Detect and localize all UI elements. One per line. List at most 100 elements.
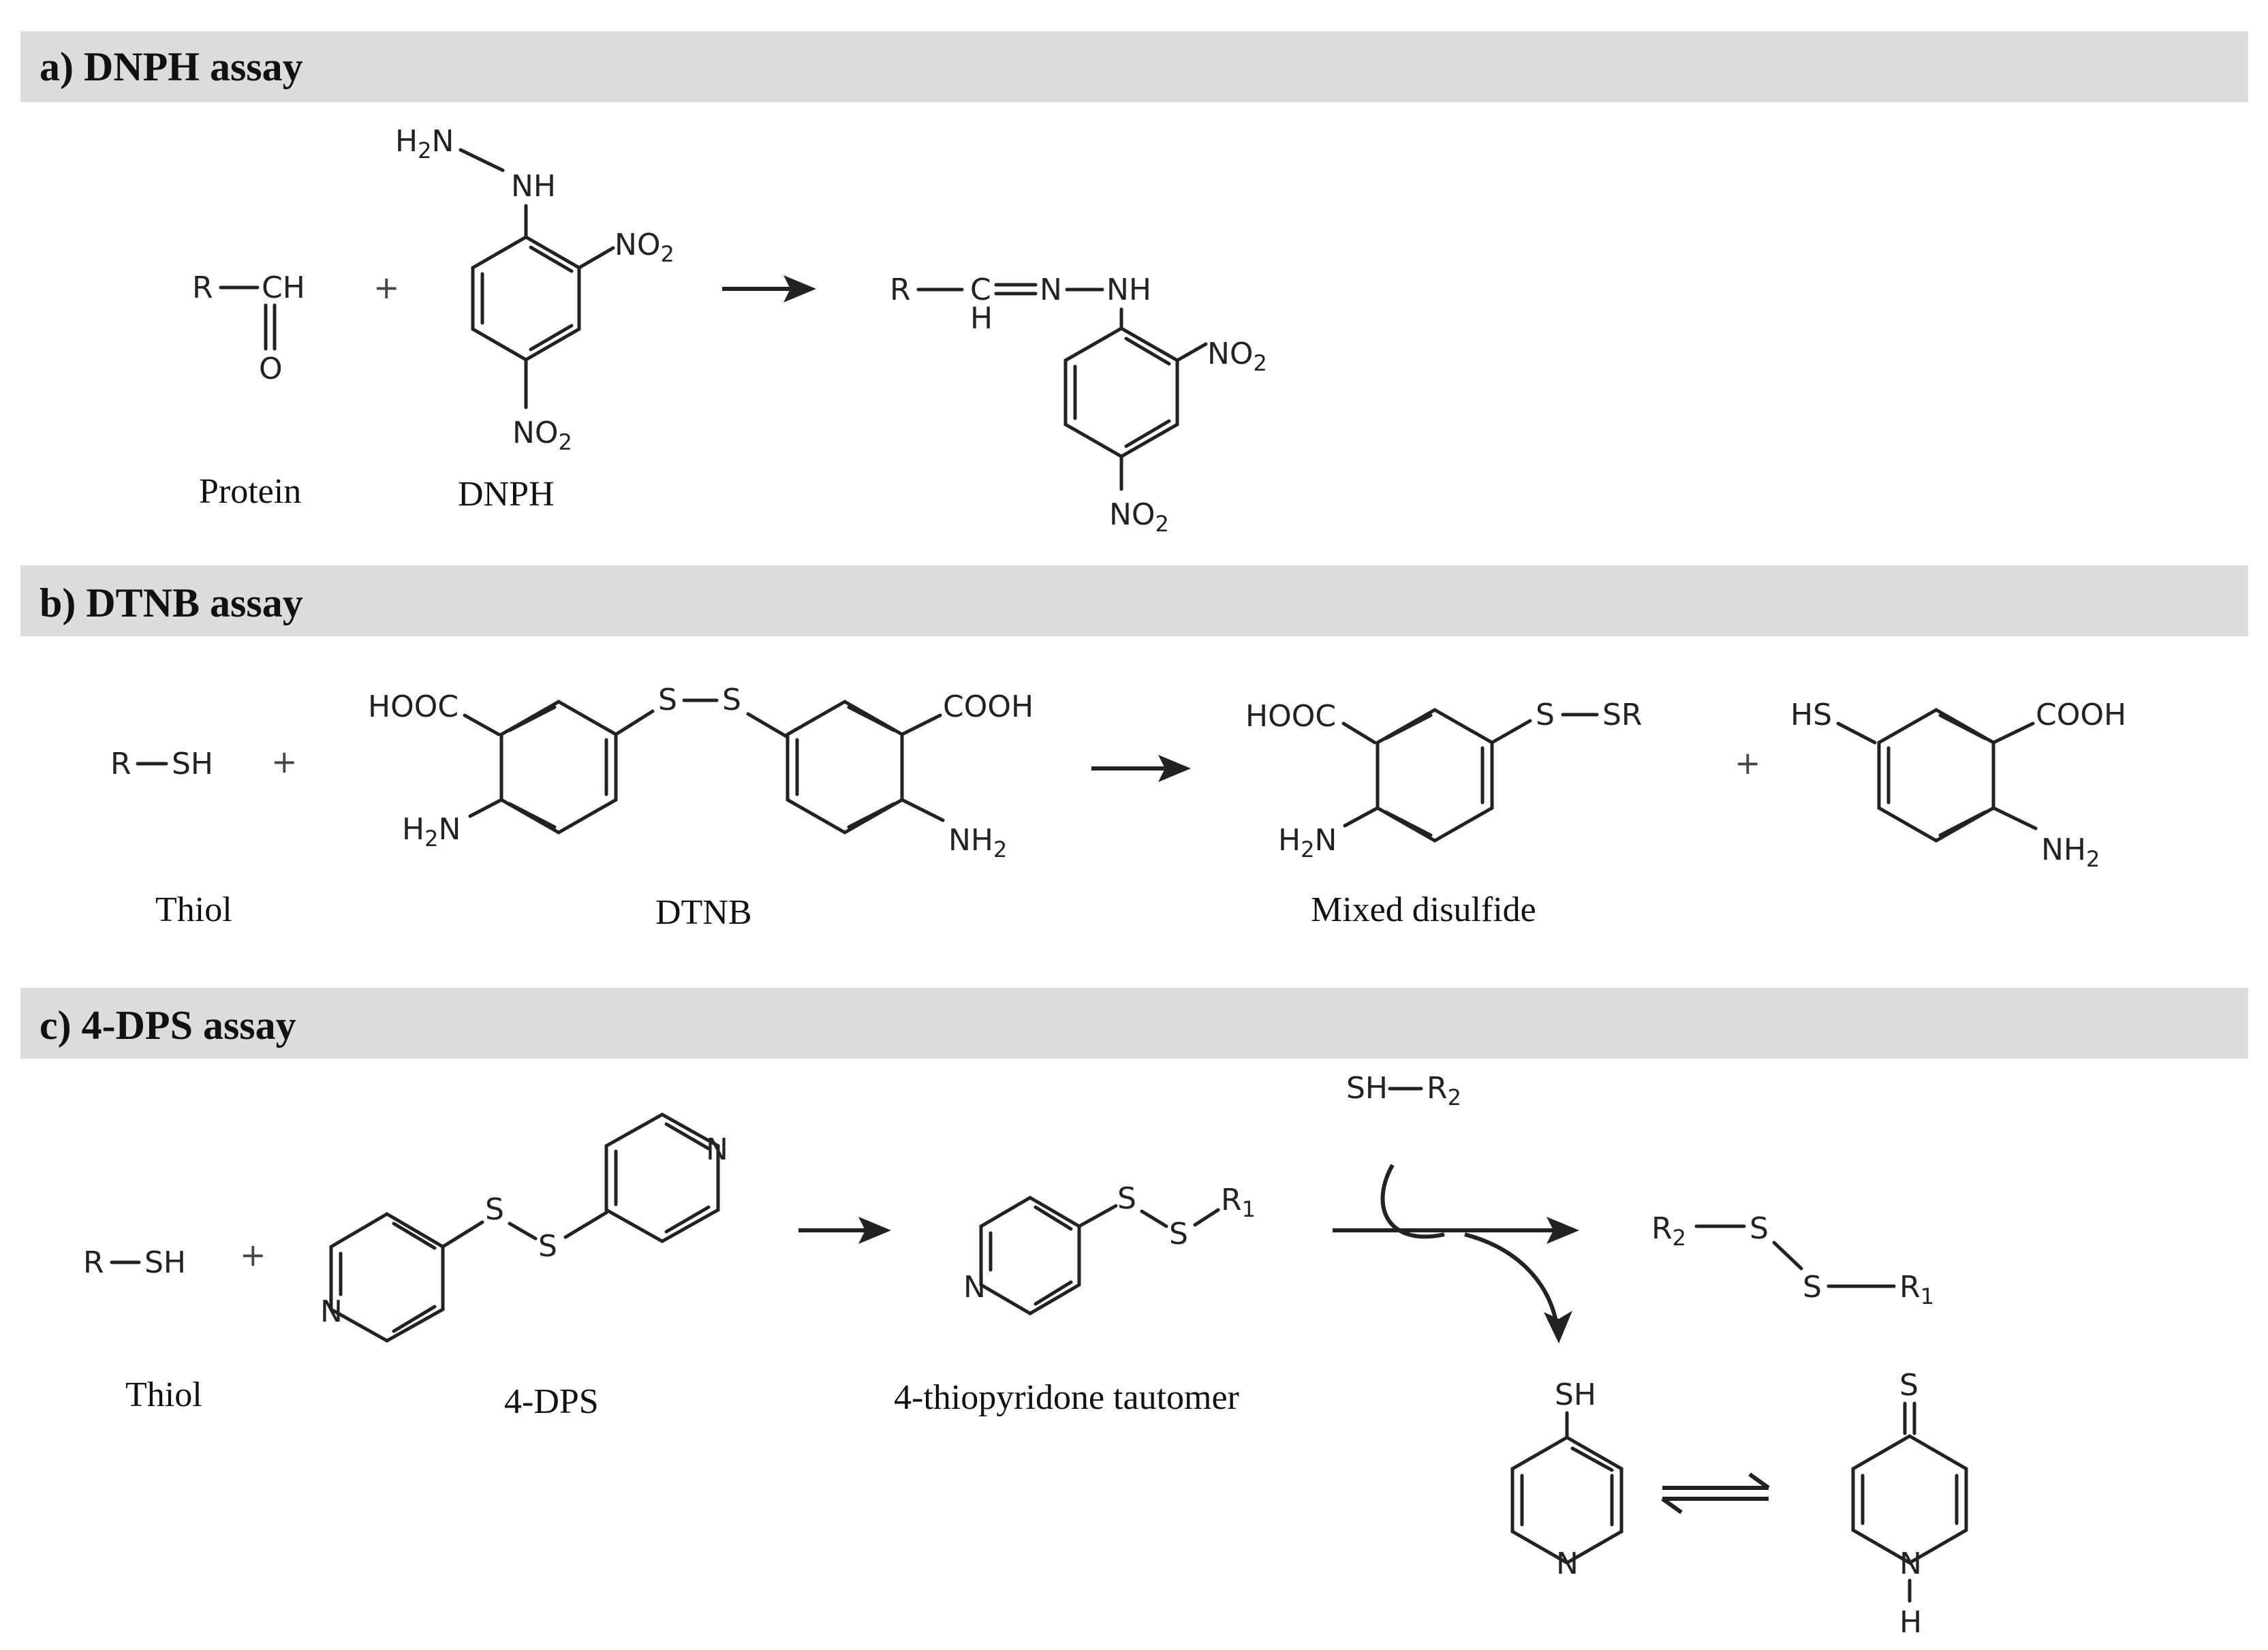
atom-cooh: COOH [2036,698,2126,732]
caption-dnph: DNPH [458,475,555,514]
atom-s: S [1169,1217,1188,1251]
panel-b-title: b) DTNB assay [40,580,303,625]
plus-sign: + [373,269,400,306]
r2-disulfide-product: R2 S S R1 [1651,1211,1934,1309]
bond [1124,337,1171,366]
atom-nh2: NH2 [2041,832,2100,872]
bond [900,798,945,822]
thiol-r2-reagent: SH R2 [1346,1071,1461,1110]
bond [1772,1241,1803,1271]
atom-hooc: HOOC [1245,699,1336,734]
atom-no2: NO2 [615,228,674,267]
atom-n: N [1556,1546,1579,1581]
bond [508,802,557,829]
panel-a-title: a) DNPH assay [40,44,303,89]
atom-hs: HS [1790,698,1832,732]
atom-r2: R2 [1427,1071,1461,1110]
bond [664,1205,711,1234]
bond [529,245,574,273]
panel-b-header-bar [20,565,2248,636]
arrow-head [1158,755,1191,782]
atom-no2: NO2 [512,416,572,455]
bond [1384,810,1433,837]
bond [1836,721,1877,745]
atom-r: R [192,270,213,305]
mercaptopyridine-ring [1510,1435,1624,1565]
atom-s: S [1899,1368,1919,1403]
panel-b-scheme: R SH + HOOC H2N S S COOH N [110,683,2126,932]
atom-s: S [1536,698,1555,732]
atom-h: H [1899,1605,1922,1640]
atom-s: S [1803,1270,1822,1305]
atom-s: S [1117,1181,1136,1216]
mixed-disulfide-molecule: HOOC H2N S SR [1245,698,1643,862]
atom-nh: NH [511,169,556,204]
arrow-head [1547,1217,1579,1244]
dnph-molecule: H2N NH NO2 NO2 [395,124,674,455]
atom-r: R [110,747,131,781]
bond [459,148,505,172]
atom-r1: R1 [1221,1183,1256,1222]
caption-tautomer: 4-thiopyridone tautomer [894,1378,1239,1417]
atom-nh2: NH2 [948,823,1007,862]
atom-sh: SH [1555,1377,1596,1412]
atom-h2n: H2N [402,812,461,852]
atom-sh: SH [144,1245,186,1280]
plus-sign: + [271,743,298,780]
atom-o: O [259,352,283,386]
atom-sh: SH [1346,1071,1388,1106]
panel-a-scheme: R CH O + H2N NH NO2 NO2 R [192,124,1267,537]
bond [847,705,896,732]
bond [529,324,574,352]
hydrazone-product: R C H N NH NO2 NO2 [890,273,1267,537]
dtnb-molecule: HOOC H2N S S COOH NH2 [368,683,1034,862]
bond [1938,713,1987,741]
pyridyl-disulfide-intermediate: N S S R1 [963,1181,1256,1316]
reverse-arrow-barb [1661,1497,1683,1514]
mixed-disulfide-ring [1376,708,1494,843]
atom-r: R [890,273,911,307]
atom-ch: CH [262,270,305,305]
dnph-benzene-ring [471,235,581,362]
caption-4-dps: 4-DPS [504,1382,599,1421]
bond [1343,806,1380,828]
atom-r: R [83,1245,104,1280]
bond [614,709,655,736]
panel-c-title: c) 4-DPS assay [40,1003,296,1048]
bond [847,802,896,829]
panel-c-header-bar [20,988,2248,1059]
bond [508,1221,538,1241]
dps-left-pyridine [329,1212,445,1343]
bond [1175,342,1208,362]
panel-b-header: b) DTNB assay [20,565,2248,636]
atom-c: C [970,273,991,307]
dps-right-pyridine [604,1112,720,1243]
panel-c-scheme: R SH + N S S N [83,1071,1968,1640]
equilibrium-arrows [1661,1472,1770,1514]
product-benzene-ring [1063,326,1179,458]
plus-sign: + [240,1236,266,1273]
tnb-molecule: HS COOH NH2 [1790,698,2126,872]
panel-a-header: a) DNPH assay [20,31,2248,102]
bond [1384,713,1433,741]
bond [1077,1204,1118,1228]
bond [1034,1205,1073,1231]
protein-aldehyde: R CH O [192,270,305,386]
atom-sh: SH [172,747,213,781]
curved-arrow-in [1380,1164,1445,1239]
mercaptopyridine: SH N [1510,1377,1624,1581]
caption-thiol: Thiol [155,890,232,929]
bond [1938,810,1987,837]
intermediate-pyridine [979,1196,1081,1316]
bond [1034,1280,1073,1306]
bond [1341,721,1377,745]
thiol-rsh: R SH [110,747,213,781]
atom-n: N [1899,1546,1922,1581]
atom-r2: R2 [1651,1211,1686,1251]
atom-n: N [706,1132,728,1167]
plus-sign: + [1735,745,1761,781]
bond [1124,419,1171,448]
caption-thiol: Thiol [125,1375,202,1414]
thiopyridone: S N H [1851,1368,1968,1640]
tnb-ring [1877,708,1995,843]
